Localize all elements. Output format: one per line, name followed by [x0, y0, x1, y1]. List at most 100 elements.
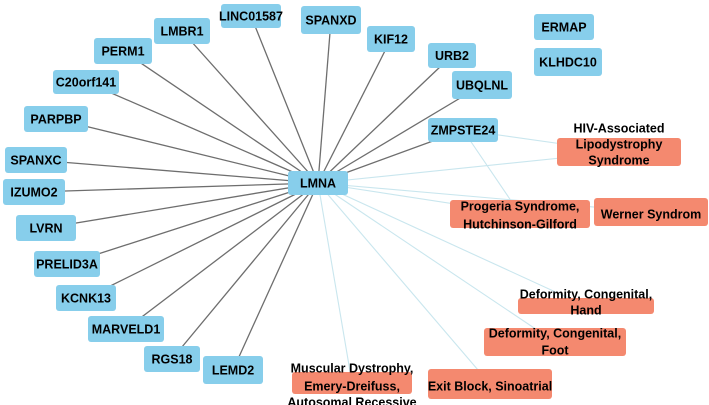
disease-node-deformity_hand[interactable]: Deformity, Congenital, Hand	[518, 288, 654, 318]
disease-node-deformity_foot-label-line-2: Foot	[541, 344, 569, 358]
gene-node-c20orf141[interactable]: C20orf141	[53, 70, 119, 94]
gene-node-prelid3a[interactable]: PRELID3A	[34, 251, 100, 277]
hub-node-lmna[interactable]: LMNA	[288, 171, 348, 195]
disease-node-deformity_foot[interactable]: Deformity, Congenital, Foot	[484, 327, 626, 358]
edges-layer	[33, 15, 652, 385]
gene-node-linc01587-label: LINC01587	[219, 10, 283, 24]
gene-node-kcnk13[interactable]: KCNK13	[56, 285, 116, 311]
edge-lmna-prelid3a	[66, 182, 319, 265]
gene-node-ubqlnl[interactable]: UBQLNL	[452, 71, 512, 99]
edge-lmna-rgs18	[171, 182, 319, 360]
gene-node-izumo2[interactable]: IZUMO2	[3, 179, 65, 205]
disease-node-progeria[interactable]: Progeria Syndrome,Hutchinson-Gilford	[450, 200, 590, 232]
edge-lmna-izumo2	[33, 182, 319, 193]
gene-node-zmpste24-label: ZMPSTE24	[431, 124, 496, 138]
gene-node-ubqlnl-box	[452, 71, 512, 99]
edge-lmna-lemd2	[232, 182, 319, 371]
edge-lmna-spanxc	[35, 159, 319, 184]
gene-node-izumo2-label: IZUMO2	[10, 186, 57, 200]
edge-lmna-kif12	[317, 38, 392, 184]
gene-node-klhdc10[interactable]: KLHDC10	[534, 48, 602, 76]
disease-node-deformity_hand-box	[518, 298, 654, 314]
disease-node-deformity_foot-box	[484, 328, 626, 356]
disease-node-hiv_lipodystrophy-label-line-3: Syndrome	[588, 154, 649, 168]
gene-node-parpbp-label: PARPBP	[30, 113, 81, 127]
gene-node-spanxc[interactable]: SPANXC	[5, 147, 67, 173]
edge-lmna-marveld1	[125, 182, 319, 330]
disease-node-deformity_hand-label-line-1: Deformity, Congenital,	[520, 288, 652, 302]
edge-lmna-exit_block	[317, 182, 491, 385]
gene-node-izumo2-box	[3, 179, 65, 205]
edge-lmna-c20orf141	[85, 81, 319, 184]
disease-node-muscular_dystrophy[interactable]: Muscular Dystrophy, Emery-Dreifuss, Autoso…	[287, 362, 416, 405]
hub-node-lmna-label: LMNA	[300, 177, 336, 191]
gene-node-linc01587-box	[221, 4, 281, 28]
gene-node-lvrn-box	[16, 215, 76, 241]
gene-node-rgs18-box	[144, 346, 200, 372]
gene-node-marveld1[interactable]: MARVELD1	[88, 316, 164, 342]
gene-node-lvrn[interactable]: LVRN	[16, 215, 76, 241]
gene-node-perm1-box	[94, 38, 152, 64]
gene-node-rgs18-label: RGS18	[152, 353, 193, 367]
gene-node-kcnk13-label: KCNK13	[61, 292, 111, 306]
gene-node-c20orf141-label: C20orf141	[56, 76, 116, 90]
disease-node-progeria-label-line-2: Hutchinson-Gilford	[463, 218, 577, 232]
gene-node-lmbr1-box	[154, 18, 210, 44]
gene-node-zmpste24-box	[428, 118, 498, 142]
disease-node-muscular_dystrophy-label-line-3: Autosomal Recessive	[287, 396, 416, 405]
gene-node-spanxd-label: SPANXD	[305, 14, 356, 28]
gene-node-parpbp[interactable]: PARPBP	[24, 106, 88, 132]
gene-node-urb2[interactable]: URB2	[428, 43, 476, 68]
hub-node-lmna-box	[288, 171, 348, 195]
gene-node-parpbp-box	[24, 106, 88, 132]
gene-node-spanxd[interactable]: SPANXD	[301, 6, 361, 34]
gene-node-kif12-box	[367, 26, 415, 52]
edge-lmna-ubqlnl	[317, 84, 483, 184]
edge-lmna-urb2	[317, 55, 453, 184]
gene-node-klhdc10-label: KLHDC10	[539, 56, 597, 70]
disease-node-deformity_hand-label-line-2: Hand	[570, 304, 601, 318]
gene-node-spanxd-box	[301, 6, 361, 34]
disease-node-exit_block-label-line-1: Exit Block, Sinoatrial	[428, 380, 552, 394]
gene-node-ermap-box	[534, 14, 594, 40]
gene-node-lemd2[interactable]: LEMD2	[203, 356, 263, 384]
gene-node-ermap[interactable]: ERMAP	[534, 14, 594, 40]
gene-node-prelid3a-label: PRELID3A	[36, 258, 98, 272]
gene-node-lemd2-box	[203, 356, 263, 384]
disease-node-muscular_dystrophy-label-line-2: Emery-Dreifuss,	[304, 380, 400, 394]
gene-node-rgs18[interactable]: RGS18	[144, 346, 200, 372]
gene-node-perm1-label: PERM1	[101, 45, 144, 59]
gene-node-kif12-label: KIF12	[374, 33, 408, 47]
disease-node-werner-label-line-1: Werner Syndrom	[601, 208, 702, 222]
gene-node-lmbr1[interactable]: LMBR1	[154, 18, 210, 44]
disease-node-hiv_lipodystrophy-label-line-2: Lipodystrophy	[576, 138, 663, 152]
gene-node-ubqlnl-label: UBQLNL	[456, 79, 508, 93]
edge-lmna-muscular_dystrophy	[317, 182, 353, 384]
gene-node-lemd2-label: LEMD2	[212, 364, 254, 378]
gene-node-linc01587[interactable]: LINC01587	[219, 4, 283, 28]
edge-lmna-parpbp	[55, 118, 319, 184]
disease-node-hiv_lipodystrophy-box	[557, 138, 681, 166]
gene-node-urb2-label: URB2	[435, 49, 469, 63]
edge-lmna-linc01587	[250, 15, 319, 184]
gene-node-spanxc-box	[5, 147, 67, 173]
gene-node-marveld1-label: MARVELD1	[92, 323, 161, 337]
gene-node-klhdc10-box	[534, 48, 602, 76]
disease-node-werner[interactable]: Werner Syndrom	[594, 198, 708, 226]
gene-node-zmpste24[interactable]: ZMPSTE24	[428, 118, 498, 142]
gene-node-perm1[interactable]: PERM1	[94, 38, 152, 64]
gene-node-kcnk13-box	[56, 285, 116, 311]
disease-node-exit_block[interactable]: Exit Block, Sinoatrial	[428, 369, 552, 399]
gene-node-lmbr1-label: LMBR1	[160, 25, 203, 39]
disease-node-muscular_dystrophy-label-line-1: Muscular Dystrophy,	[291, 362, 414, 376]
edge-lmna-deformity_hand	[317, 182, 587, 307]
gene-node-kif12[interactable]: KIF12	[367, 26, 415, 52]
disease-node-deformity_foot-label-line-1: Deformity, Congenital,	[489, 327, 621, 341]
disease-node-progeria-box	[450, 200, 590, 228]
gene-node-urb2-box	[428, 43, 476, 68]
gene-node-c20orf141-box	[53, 70, 119, 94]
gene-node-spanxc-label: SPANXC	[10, 154, 61, 168]
